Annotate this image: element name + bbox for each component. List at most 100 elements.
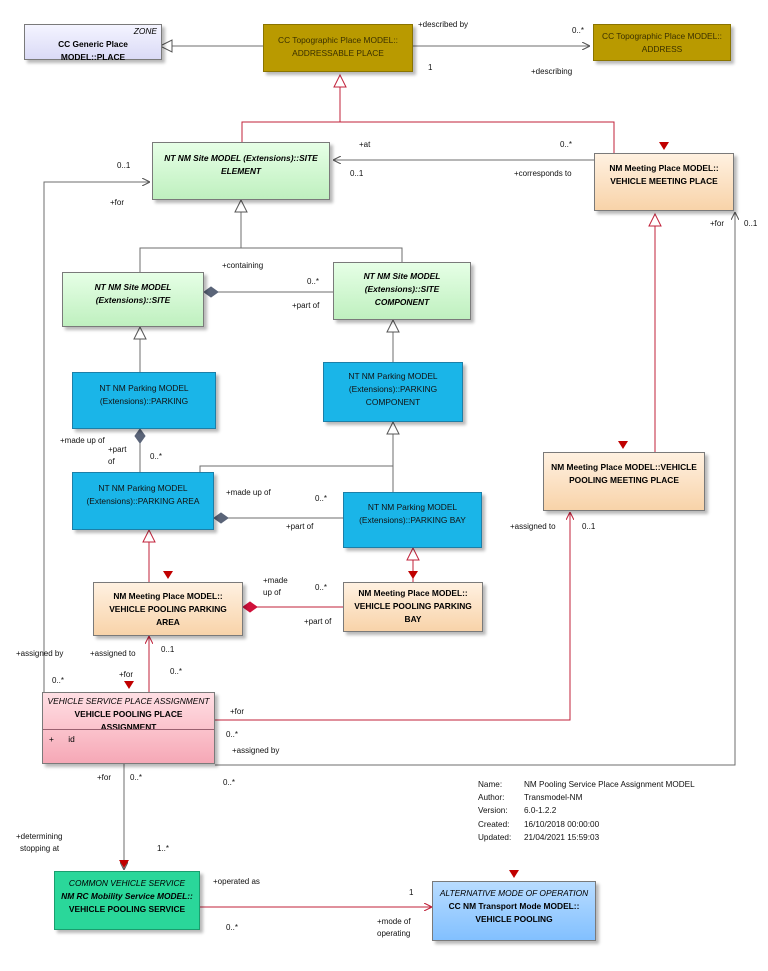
role-label: +part of: [304, 617, 332, 626]
meta-key: Updated:: [478, 832, 512, 842]
multiplicity-label: 0..*: [315, 494, 328, 503]
class-name-line1: NT NM Parking MODEL: [98, 483, 188, 493]
hollow-triangle-icon: [133, 325, 147, 340]
multiplicity-label: 0..*: [150, 452, 163, 461]
class-name-line2: (Extensions)::PARKING: [99, 396, 189, 406]
diamond-icon: [134, 428, 146, 444]
class-name-line2: (Extensions)::PARKING: [348, 384, 438, 394]
meta-value: NM Pooling Service Place Assignment MODE…: [524, 780, 695, 789]
meta-version-row: Version:6.0-1.2.2: [478, 804, 695, 817]
hollow-triangle-icon: [333, 73, 347, 88]
meta-key: Created:: [478, 819, 510, 829]
multiplicity-label: 0..*: [223, 778, 236, 787]
class-name-line1: NT NM Parking MODEL: [348, 371, 438, 381]
multiplicity-label: 0..*: [315, 583, 328, 592]
class-name-line1: CC NM Transport Mode MODEL::: [448, 901, 580, 911]
class-name-line2: ADDRESS: [641, 44, 683, 54]
role-label: +for: [230, 707, 245, 716]
site-element-box[interactable]: NT NM Site MODEL (Extensions)::SITE ELEM…: [152, 142, 330, 200]
class-name-line2: (Extensions)::PARKING BAY: [359, 515, 466, 525]
stereotype-label: VEHICLE SERVICE PLACE ASSIGNMENT: [47, 696, 210, 706]
site-component-box[interactable]: NT NM Site MODEL (Extensions)::SITE COMP…: [333, 262, 471, 320]
assoc-for-right: [215, 212, 735, 766]
parking-area-box[interactable]: NT NM Parking MODEL (Extensions)::PARKIN…: [72, 472, 214, 530]
diamond-icon: [203, 286, 219, 298]
role-label: +assigned to: [90, 649, 136, 658]
class-name-line1: NT NM Site MODEL: [363, 271, 441, 281]
vehicle-pooling-service-box[interactable]: COMMON VEHICLE SERVICE NM RC Mobility Se…: [54, 871, 200, 930]
gen-site-element-up: [241, 121, 615, 153]
multiplicity-label: 1: [428, 63, 433, 72]
red-triangle-marker-icon: [659, 142, 669, 150]
meta-author-row: Author: Transmodel-NM: [478, 791, 695, 804]
multiplicity-label: 0..*: [560, 140, 573, 149]
class-name-line2: VEHICLE POOLING SERVICE: [68, 904, 186, 914]
multiplicity-label: 0..1: [117, 161, 131, 170]
meta-value: Transmodel-NM: [524, 793, 583, 803]
multiplicity-label: 0..*: [52, 676, 65, 685]
class-name-line2: ADDRESSABLE PLACE: [292, 48, 384, 58]
site-box[interactable]: NT NM Site MODEL (Extensions)::SITE: [62, 272, 204, 327]
hollow-triangle-icon: [386, 318, 400, 333]
vehicle-pooling-parking-bay-box[interactable]: NM Meeting Place MODEL:: VEHICLE POOLING…: [343, 582, 483, 632]
red-triangle-marker-icon: [124, 681, 134, 689]
role-label: +describing: [531, 67, 573, 76]
role-label: +made up of: [60, 436, 105, 445]
vehicle-pooling-meeting-place-box[interactable]: NM Meeting Place MODEL::VEHICLE POOLING …: [543, 452, 705, 511]
role-label: +containing: [222, 261, 264, 270]
class-name-line1: CC Topographic Place MODEL::: [278, 35, 398, 45]
role-label: of: [108, 457, 115, 466]
class-name-line2: (Extensions)::SITE COMPONENT: [364, 284, 440, 307]
meta-key: Author:: [478, 793, 505, 803]
role-label: +for: [97, 773, 112, 782]
role-label: +described by: [418, 20, 469, 29]
meta-key: Name:: [478, 780, 503, 789]
class-name-line1: NT NM Parking MODEL: [99, 383, 189, 393]
role-label: operating: [377, 929, 411, 938]
vehicle-pooling-mode-box[interactable]: ALTERNATIVE MODE OF OPERATION CC NM Tran…: [432, 881, 596, 941]
gen-area-bay: [199, 434, 394, 472]
hollow-triangle-icon: [158, 39, 173, 53]
vehicle-meeting-place-box[interactable]: NM Meeting Place MODEL:: VEHICLE MEETING…: [594, 153, 734, 211]
hollow-triangle-icon: [406, 546, 420, 561]
role-label: +part of: [286, 522, 314, 531]
vehicle-pooling-parking-area-box[interactable]: NM Meeting Place MODEL:: VEHICLE POOLING…: [93, 582, 243, 636]
role-label: +at: [359, 140, 371, 149]
red-triangle-marker-icon: [119, 860, 129, 868]
role-label: +for: [110, 198, 125, 207]
red-diamond-icon: [242, 601, 258, 613]
class-name-line1: NM Meeting Place MODEL::: [609, 163, 719, 173]
role-label: stopping at: [20, 844, 60, 853]
class-name-line2: ELEMENT: [220, 166, 261, 176]
diagram-metadata: Name: NM Pooling Service Place Assignment…: [478, 778, 695, 844]
role-label: +made: [263, 576, 288, 585]
role-label: +for: [710, 219, 725, 228]
address-box[interactable]: CC Topographic Place MODEL:: ADDRESS: [593, 24, 731, 61]
meta-value: 16/10/2018 00:00:00: [524, 819, 600, 829]
parking-component-box[interactable]: NT NM Parking MODEL (Extensions)::PARKIN…: [323, 362, 463, 422]
class-name-line1: CC Topographic Place MODEL::: [602, 31, 722, 41]
multiplicity-label: 0..1: [744, 219, 758, 228]
class-name-line1: NM Meeting Place MODEL::: [358, 588, 468, 598]
hollow-triangle-icon: [648, 212, 662, 227]
role-label: +determining: [16, 832, 63, 841]
role-label: +corresponds to: [514, 169, 572, 178]
role-label: +for: [119, 670, 134, 679]
role-label: up of: [263, 588, 281, 597]
multiplicity-label: 1: [409, 888, 414, 897]
parking-box[interactable]: NT NM Parking MODEL (Extensions)::PARKIN…: [72, 372, 216, 429]
class-name-line1: NM Meeting Place MODEL::VEHICLE: [551, 462, 697, 472]
generic-place-box[interactable]: ZONE CC Generic Place MODEL::PLACE: [24, 24, 162, 62]
stereotype-label: ALTERNATIVE MODE OF OPERATION: [439, 888, 589, 898]
role-label: +assigned by: [232, 746, 280, 755]
class-name-line2: VEHICLE POOLING PARKING: [354, 601, 472, 611]
role-label: +mode of: [377, 917, 411, 926]
role-label: +assigned by: [16, 649, 64, 658]
attribute-name: id: [68, 734, 75, 744]
addressable-place-box[interactable]: CC Topographic Place MODEL:: ADDRESSABLE…: [263, 24, 413, 72]
attribute-visibility: +: [49, 734, 54, 744]
class-name-line1: NM Meeting Place MODEL::: [113, 591, 223, 601]
vehicle-pooling-place-assignment-box[interactable]: VEHICLE SERVICE PLACE ASSIGNMENT VEHICLE…: [42, 692, 215, 764]
parking-bay-box[interactable]: NT NM Parking MODEL (Extensions)::PARKIN…: [343, 492, 482, 548]
